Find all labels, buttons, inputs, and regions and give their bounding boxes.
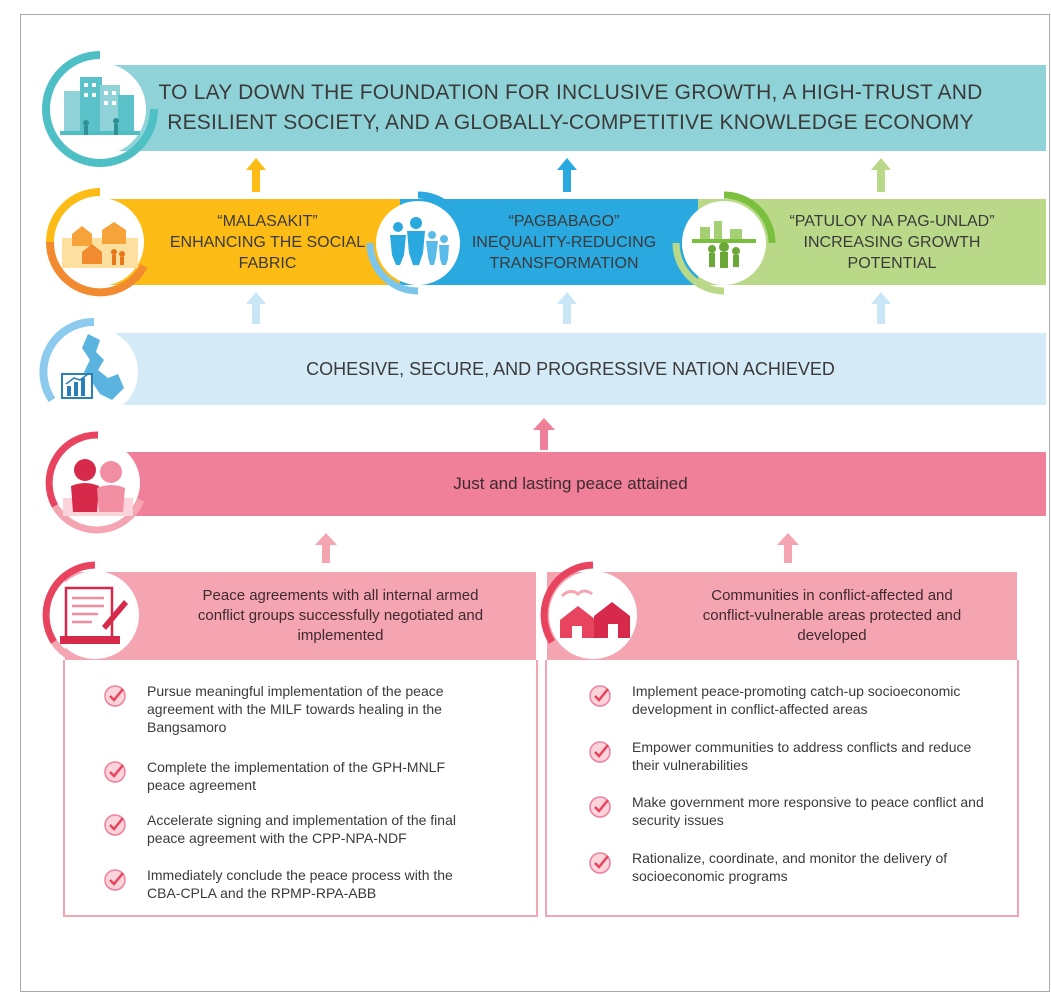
nation-label: COHESIVE, SECURE, AND PROGRESSIVE NATION… <box>306 358 835 379</box>
houses-icon <box>45 188 148 297</box>
houses-community-icon <box>540 561 642 668</box>
nation-band: COHESIVE, SECURE, AND PROGRESSIVE NATION… <box>95 333 1046 405</box>
two-people-icon <box>45 431 145 534</box>
philippines-map-chart-icon <box>39 317 138 416</box>
strategy-text: socioeconomic programs <box>632 868 788 884</box>
pillar-line: INEQUALITY-REDUCING <box>471 233 657 251</box>
strategy-item: Accelerate signing and implementation of… <box>103 811 456 847</box>
pillar-line: TRANSFORMATION <box>489 254 639 272</box>
strategy-text: Accelerate signing and implementation of… <box>147 812 456 828</box>
strategy-item: Pursue meaningful implementation of the … <box>103 682 444 736</box>
city-icon <box>42 51 158 167</box>
up-arrow-icon <box>315 533 337 563</box>
up-arrow-icon <box>533 418 555 450</box>
sub-outcome-title-line: implemented <box>297 627 384 644</box>
sub-outcome-title-line: Peace agreements with all internal armed <box>202 587 479 604</box>
strategy-text: Immediately conclude the peace process w… <box>147 867 453 883</box>
peace-label: Just and lasting peace attained <box>453 474 688 493</box>
strategy-text: Make government more responsive to peace… <box>632 794 984 810</box>
strategy-list-1 <box>63 660 538 917</box>
up-arrow-icon <box>246 158 266 192</box>
check-circle-icon <box>104 761 126 783</box>
up-arrow-icon <box>777 533 799 563</box>
growth-community-icon <box>672 191 776 295</box>
strategy-text: Rationalize, coordinate, and monitor the… <box>632 850 948 866</box>
sub-outcome-title-line: Communities in conflict-affected and <box>711 587 953 604</box>
sub-outcome-peace-agreements: Peace agreements with all internal armed… <box>65 572 536 660</box>
family-icon <box>366 191 470 295</box>
up-arrow-icon <box>557 292 577 324</box>
sub-outcome-title-line: conflict groups successfully negotiated … <box>197 607 484 624</box>
pillar-malasakit: “MALASAKIT” ENHANCING THE SOCIAL FABRIC <box>95 199 400 285</box>
strategy-item: Rationalize, coordinate, and monitor the… <box>588 849 947 885</box>
sub-outcome-title-line: developed <box>797 627 867 644</box>
sub-outcome-title-line: conflict-vulnerable areas protected and <box>702 607 962 624</box>
strategy-item: Complete the implementation of the GPH-M… <box>103 758 445 794</box>
strategy-text: Empower communities to address conflicts… <box>632 739 972 755</box>
pillar-line: INCREASING GROWTH <box>803 233 981 251</box>
goal-line-1: TO LAY DOWN THE FOUNDATION FOR INCLUSIVE… <box>158 81 983 104</box>
up-arrow-icon <box>871 158 891 192</box>
strategy-text: agreement with the MILF towards healing … <box>147 701 442 717</box>
document-pen-icon <box>42 561 144 668</box>
strategy-text: Pursue meaningful implementation of the … <box>147 683 444 699</box>
strategy-item: Empower communities to address conflicts… <box>588 738 971 774</box>
strategy-text: development in conflict-affected areas <box>632 701 868 717</box>
pillar-line: FABRIC <box>238 254 297 272</box>
strategy-text: peace agreement <box>147 777 256 793</box>
peace-band: Just and lasting peace attained <box>95 452 1046 516</box>
check-circle-icon <box>589 741 611 763</box>
check-circle-icon <box>104 869 126 891</box>
pillar-title: “MALASAKIT” <box>217 212 318 230</box>
strategy-item: Immediately conclude the peace process w… <box>103 866 453 902</box>
check-circle-icon <box>104 685 126 707</box>
pillar-line: POTENTIAL <box>847 254 937 272</box>
strategy-text: Complete the implementation of the GPH-M… <box>147 759 446 775</box>
strategy-text: Implement peace-promoting catch-up socio… <box>632 683 961 699</box>
strategy-list-2 <box>545 660 1019 917</box>
goal-line-2: RESILIENT SOCIETY, AND A GLOBALLY-COMPET… <box>167 111 974 134</box>
check-circle-icon <box>589 852 611 874</box>
pillar-title: “PATULOY NA PAG-UNLAD” <box>789 212 995 230</box>
check-circle-icon <box>589 796 611 818</box>
check-circle-icon <box>589 685 611 707</box>
figure-frame <box>20 14 1050 992</box>
strategy-text: CBA-CPLA and the RPMP-RPA-ABB <box>147 885 377 901</box>
goal-band: TO LAY DOWN THE FOUNDATION FOR INCLUSIVE… <box>95 65 1046 151</box>
up-arrow-icon <box>557 158 577 192</box>
strategy-item: Make government more responsive to peace… <box>588 793 984 829</box>
pillar-title: “PAGBABAGO” <box>508 212 620 230</box>
up-arrow-icon <box>246 292 266 324</box>
check-circle-icon <box>104 814 126 836</box>
pillar-line: ENHANCING THE SOCIAL <box>169 233 366 251</box>
strategy-text: security issues <box>632 812 724 828</box>
strategy-text: peace agreement with the CPP-NPA-NDF <box>147 830 407 846</box>
strategy-text: Bangsamoro <box>147 719 227 735</box>
strategy-item: Implement peace-promoting catch-up socio… <box>588 682 960 718</box>
strategy-text: their vulnerabilities <box>632 757 748 773</box>
up-arrow-icon <box>871 292 891 324</box>
